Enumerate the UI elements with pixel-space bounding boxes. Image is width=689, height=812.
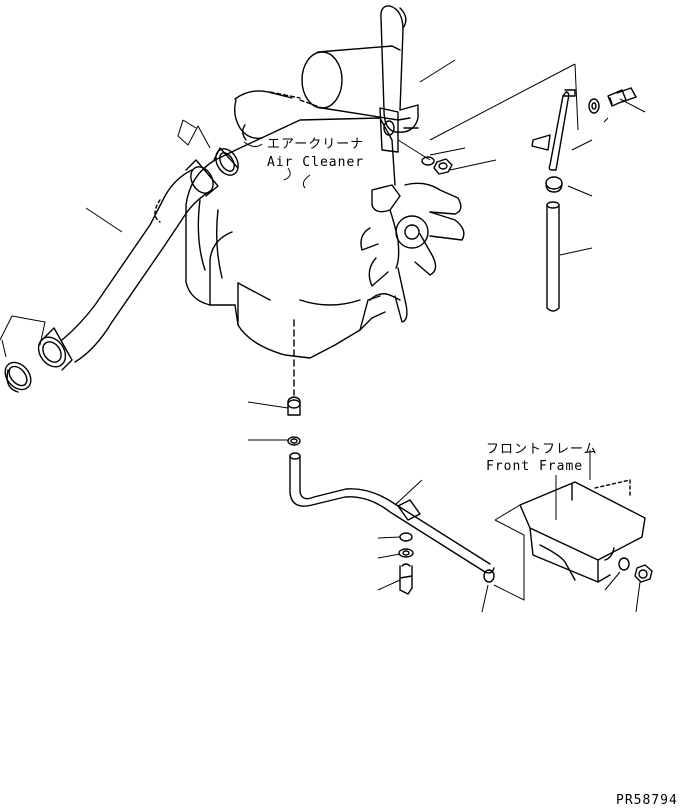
grommet [545, 176, 563, 193]
drawing-code: PR58794 [616, 793, 678, 808]
nuts-lower [618, 557, 653, 583]
air-cleaner-label-jp: エアークリーナ [267, 137, 365, 152]
leader-lines [0, 59, 646, 613]
front-frame-label-jp: フロントフレーム [486, 442, 598, 457]
front-frame-bracket [519, 479, 646, 583]
intake-pipe [379, 5, 419, 153]
drain-pipe [289, 452, 495, 583]
air-cleaner-label-en: Air Cleaner [267, 155, 365, 170]
bolt-lower [398, 532, 414, 595]
hose-bracket-assembly [531, 89, 576, 171]
washer-upper [588, 98, 600, 114]
nut-washer-upper [421, 156, 453, 175]
vertical-tube [546, 201, 560, 312]
air-cleaner [269, 45, 411, 121]
front-frame-label-en: Front Frame [486, 459, 584, 474]
drain-fittings [287, 319, 301, 446]
cooling-fan [360, 182, 465, 323]
air-duct-hose [4, 147, 239, 393]
engine-block [185, 90, 401, 359]
bolt-upper [607, 87, 637, 107]
